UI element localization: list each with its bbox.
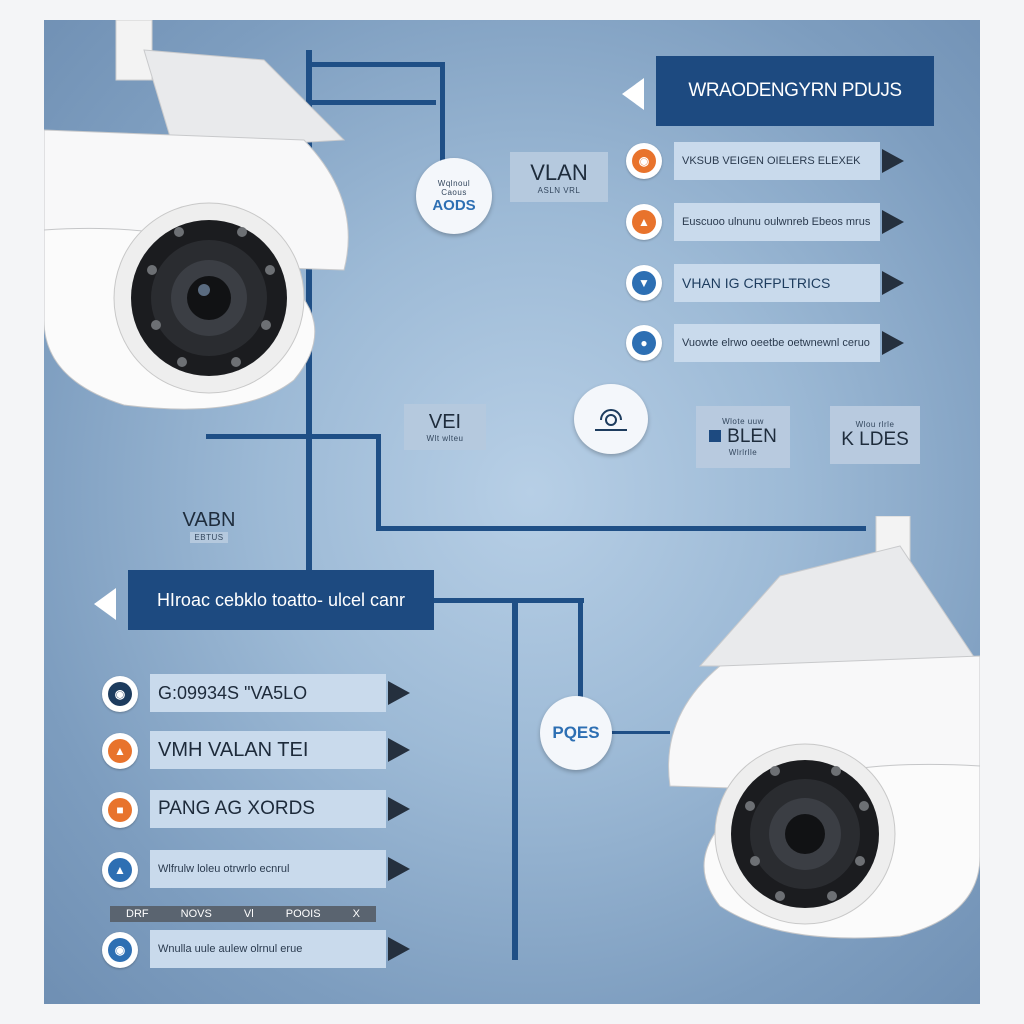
aods-line2: Caous	[441, 187, 467, 197]
strip-cell: NOVS	[180, 908, 212, 920]
left-item-3-text: PANG AG XORDS	[158, 798, 315, 819]
chevron-right-icon	[388, 937, 410, 961]
chevron-right-icon	[388, 797, 410, 821]
vabn-title: VABN	[182, 509, 236, 531]
right-item-3: VHAN IG CRFPLTRICS	[674, 264, 904, 302]
aods-line1: Wqlnoul	[437, 178, 471, 188]
left-item-4-icon: ▲	[102, 852, 138, 888]
dark-strip: DRF NOVS Vl POOIS X	[110, 906, 376, 922]
kldes-label: K LDES	[841, 428, 909, 450]
right-item-1: VKSUB VEIGEN OIELERS ELEXEK	[674, 142, 904, 180]
right-item-3-text: VHAN IG CRFPLTRICS	[682, 275, 831, 291]
pqes-label: PQES	[552, 723, 600, 742]
aods-label: AODS	[432, 196, 476, 214]
top-banner: WRAODENGYRN PDUJS	[656, 56, 934, 126]
strip-cell: X	[352, 908, 360, 920]
kldes-box: Wlou rlrle K LDES	[830, 406, 920, 464]
right-item-4-icon: ●	[626, 325, 662, 361]
right-item-1-text: VKSUB VEIGEN OIELERS ELEXEK	[682, 155, 861, 167]
vabn-label: VABN EBTUS	[166, 500, 252, 552]
strip-cell: POOIS	[285, 908, 321, 920]
connector-line	[434, 598, 584, 603]
left-item-2-icon: ▲	[102, 733, 138, 769]
connector-line	[206, 434, 376, 439]
chevron-right-icon	[388, 857, 410, 881]
left-item-3: PANG AG XORDS	[150, 790, 410, 828]
left-item-1-text: G:09934S "VA5LO	[158, 682, 308, 703]
chevron-right-icon	[388, 738, 410, 762]
vlan-tag-sub: ASLN VRL	[537, 185, 581, 195]
blen-label: BLEN	[709, 426, 777, 448]
right-item-2: Euscuoo ulnunu oulwnreb Ebeos mrus	[674, 203, 904, 241]
right-item-4: Vuowte elrwo oeetbe oetwnewnl ceruo	[674, 324, 904, 362]
connector-line	[376, 526, 866, 531]
left-item-1: G:09934S "VA5LO	[150, 674, 410, 712]
chevron-right-icon	[882, 331, 904, 355]
left-item-3-icon: ■	[102, 792, 138, 828]
chevron-right-icon	[882, 271, 904, 295]
left-banner-label: HIroac cebklo toatto- ulcel canr	[156, 589, 406, 610]
right-item-2-text: Euscuoo ulnunu oulwnreb Ebeos mrus	[682, 216, 871, 228]
right-item-1-icon: ◉	[626, 143, 662, 179]
left-item-5: Wnulla uule aulew olrnul erue	[150, 930, 410, 968]
left-item-1-icon: ◉	[102, 676, 138, 712]
right-item-2-icon: ▲	[626, 204, 662, 240]
connector-line	[610, 731, 670, 734]
vlan-tag-title: VLAN	[530, 159, 588, 185]
strip-cell: DRF	[126, 908, 149, 920]
chevron-right-icon	[882, 149, 904, 173]
vlan-tag-mid-sub: Wlt wlteu	[426, 434, 464, 443]
chevron-right-icon	[882, 210, 904, 234]
left-banner: HIroac cebklo toatto- ulcel canr	[128, 570, 434, 630]
left-item-5-text: Wnulla uule aulew olrnul erue	[158, 943, 303, 955]
blen-sub: Wlrlrlle	[728, 448, 758, 457]
left-item-5-icon: ◉	[102, 932, 138, 968]
wifi-signal-icon	[595, 409, 627, 431]
connector-line	[512, 600, 518, 960]
strip-cell: Vl	[243, 908, 254, 920]
network-icon-bubble	[574, 384, 648, 454]
kldes-tiny: Wlou rlrle	[855, 419, 895, 429]
right-item-4-text: Vuowte elrwo oeetbe oetwnewnl ceruo	[682, 337, 870, 349]
vlan-tag-top: VLAN ASLN VRL	[510, 152, 608, 202]
pqes-bubble: PQES	[540, 696, 612, 770]
aods-bubble: Wqlnoul Caous AODS	[416, 158, 492, 234]
connector-line	[578, 600, 583, 720]
right-item-3-icon: ▼	[626, 265, 662, 301]
connector-line	[376, 434, 381, 530]
blen-tiny: Wlote uuw	[722, 417, 764, 426]
vlan-tag-mid-title: VEI	[428, 411, 462, 433]
connector-line	[306, 100, 436, 105]
left-item-4-text: Wlfrulw loleu otrwrlo ecnrul	[158, 863, 290, 875]
dome-camera-top-left	[44, 20, 349, 410]
blen-box: Wlote uuw BLEN Wlrlrlle	[696, 406, 790, 468]
left-item-2-text: VMH VALAN TEI	[158, 738, 309, 761]
vlan-tag-mid: VEI Wlt wlteu	[404, 404, 486, 450]
connector-line	[440, 62, 445, 182]
vabn-sub: EBTUS	[190, 532, 228, 543]
left-item-2: VMH VALAN TEI	[150, 731, 410, 769]
dome-camera-bottom-right	[668, 516, 980, 939]
left-item-4: Wlfrulw loleu otrwrlo ecnrul	[150, 850, 410, 888]
connector-line	[312, 62, 445, 67]
chevron-right-icon	[388, 681, 410, 705]
top-banner-label: WRAODENGYRN PDUJS	[688, 80, 902, 101]
